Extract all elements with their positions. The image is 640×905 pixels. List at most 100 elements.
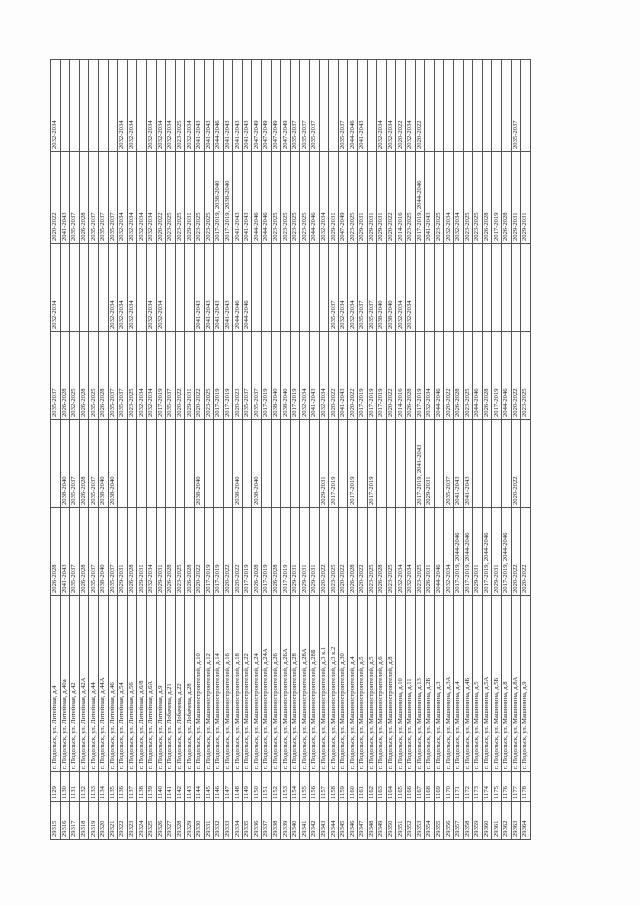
table-cell: 2014-2016	[395, 151, 406, 244]
table-cell	[299, 243, 310, 332]
table-cell: 2017-2019, 2044-2046	[453, 507, 464, 596]
table-cell: 2044-2046	[501, 331, 511, 420]
table-cell: 2035-2037	[50, 331, 61, 420]
table-cell: 2044-2046	[347, 59, 358, 152]
table-cell: 29318	[79, 801, 89, 840]
table-cell: 2017-2019	[156, 331, 166, 420]
table-cell: 2029-2031	[520, 151, 531, 244]
table-cell: 29340	[290, 801, 300, 840]
table-cell: 2038-2040	[108, 419, 118, 508]
table-cell: 2041-2043	[357, 59, 368, 152]
table-cell	[520, 59, 531, 152]
table-cell: г. Подольск, ул. Машинина, д.5Б	[491, 595, 502, 772]
table-cell: г. Подольск, ул. Машинина, д.9	[520, 595, 531, 772]
table-cell	[501, 59, 511, 152]
table-cell: 2023-2025	[175, 59, 185, 152]
table-cell: 2017-2019, 2038-2040	[213, 151, 224, 244]
table-cell	[434, 59, 444, 152]
table-cell: 2038-2040	[194, 419, 204, 508]
table-cell	[482, 243, 492, 332]
table-cell: 1161	[357, 771, 368, 802]
table-cell: 1168	[424, 771, 435, 802]
table-cell: 29328	[175, 801, 185, 840]
table-cell: 2023-2025	[367, 507, 377, 596]
table-cell: 2035-2037	[69, 151, 80, 244]
table-cell: 29339	[280, 801, 291, 840]
table-cell: 2044-2046	[434, 331, 444, 420]
table-cell: 2023-2025	[127, 331, 137, 420]
table-cell: 2035-2037	[69, 507, 80, 596]
table-cell: 2032-2034	[127, 243, 137, 332]
table-cell	[443, 59, 454, 152]
table-cell: 2023-2025	[472, 151, 483, 244]
table-cell	[309, 243, 320, 332]
table-cell: г. Подольск, ул. Машинина, д.3А	[443, 595, 454, 772]
table-cell	[299, 419, 310, 508]
table-cell	[136, 59, 147, 152]
table-cell	[472, 243, 483, 332]
table-cell: г. Подольск, ул. Машинина, д.4	[453, 595, 464, 772]
table-cell	[88, 59, 99, 152]
table-cell: 1175	[491, 771, 502, 802]
table-cell: 2017-2019, 2038-2040	[223, 151, 233, 244]
table-cell: г. Подольск, ул. Машинина, д.13	[415, 595, 425, 772]
table-cell: 29331	[204, 801, 214, 840]
table-cell: 2020-2022	[357, 507, 368, 596]
table-cell: 2035-2037	[290, 59, 300, 152]
table-cell: 2041-2043	[60, 507, 70, 596]
table-cell	[424, 59, 435, 152]
table-cell: 1132	[79, 771, 89, 802]
table-cell: 2035-2037	[367, 243, 377, 332]
table-cell: 2032-2034	[395, 243, 406, 332]
table-cell: 2017-2019	[415, 331, 425, 420]
table-cell: г. Подольск, ул. Машинина, д.10	[395, 595, 406, 772]
table-cell: 1138	[136, 771, 147, 802]
table-cell: 2020-2022	[415, 59, 425, 152]
table-cell: 2020-2022	[50, 151, 61, 244]
table-cell: г. Подольск, ул. Машиностроителей, д.3 к…	[328, 595, 339, 772]
table-cell: 2035-2037	[108, 151, 118, 244]
table-cell: 2035-2037	[108, 331, 118, 420]
table-cell: 29325	[146, 801, 157, 840]
table-cell	[338, 419, 348, 508]
table-cell: 2032-2034	[405, 243, 416, 332]
table-cell: 2032-2034	[146, 243, 157, 332]
table-cell: 2038-2040	[280, 331, 291, 420]
table-cell	[501, 419, 511, 508]
table-cell: 2032-2034	[319, 331, 329, 420]
table-cell: 1130	[60, 771, 70, 802]
table-cell: 2032-2034	[347, 243, 358, 332]
table-cell: 2026-2031	[424, 507, 435, 596]
table-cell	[367, 59, 377, 152]
table-cell	[472, 419, 483, 508]
table-cell: 29355	[434, 801, 444, 840]
table-cell: 2026-2028	[501, 151, 511, 244]
table-cell: 1166	[405, 771, 416, 802]
table-cell: 2029-2031	[491, 507, 502, 596]
table-cell	[501, 243, 511, 332]
table-cell: 29343	[319, 801, 329, 840]
table-cell	[60, 243, 70, 332]
table-cell: 29334	[232, 801, 243, 840]
table-cell: 2035-2037	[328, 243, 339, 332]
table-cell: 29349	[376, 801, 387, 840]
table-cell: г. Подольск, ул. Лобачева, д.21	[165, 595, 176, 772]
table-cell	[280, 419, 291, 508]
table-cell	[223, 419, 233, 508]
table-cell	[175, 419, 185, 508]
table-cell: 2017-2019	[376, 331, 387, 420]
table-cell	[511, 243, 521, 332]
table-cell: 2035-2037	[299, 59, 310, 152]
table-cell	[156, 419, 166, 508]
